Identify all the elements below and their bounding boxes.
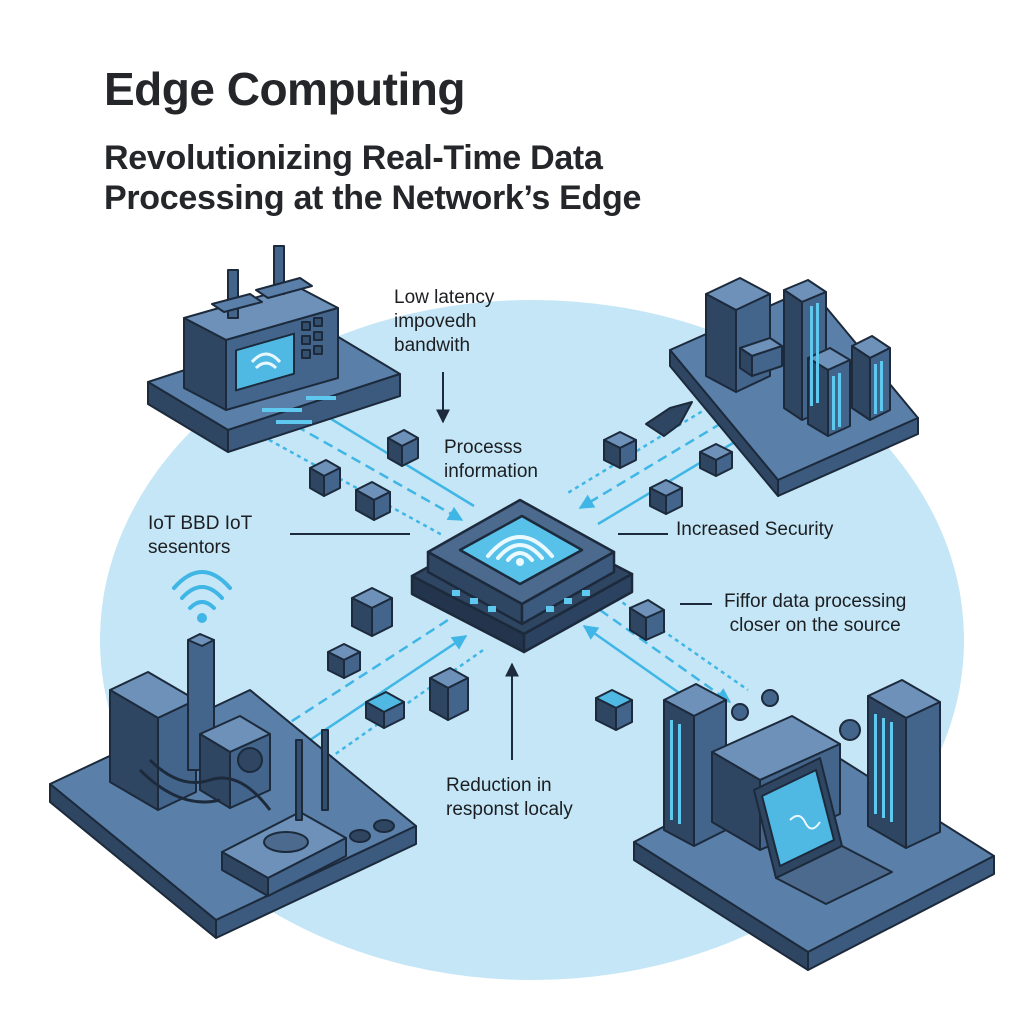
callout-security: Increased Security xyxy=(676,519,834,540)
factory-icon xyxy=(147,245,401,453)
node-box xyxy=(351,587,393,637)
node-box xyxy=(595,689,633,731)
office-platform xyxy=(633,679,995,971)
callout-iot: IoT BBD IoT sesentors xyxy=(148,513,253,558)
node-box xyxy=(649,479,683,515)
page-title: Edge Computing xyxy=(104,63,465,115)
callout-latency: Low latency impovedh bandwith xyxy=(394,287,495,356)
callout-reduction: Reduction in responst localy xyxy=(446,775,573,820)
node-box xyxy=(387,429,419,467)
callout-process: Processs information xyxy=(444,437,538,482)
floating-nodes xyxy=(309,401,733,731)
subtitle-line-2: Processing at the Network’s Edge xyxy=(104,179,642,217)
wifi-icon xyxy=(172,570,232,623)
page-subtitle: Revolutionizing Real-Time Data Processin… xyxy=(104,138,641,218)
callout-pointers xyxy=(290,372,712,760)
node-box xyxy=(365,691,405,729)
laptop-icon xyxy=(753,757,893,905)
router-icon xyxy=(221,729,347,897)
shield-icon xyxy=(645,401,693,437)
node-box xyxy=(355,481,391,521)
subtitle-line-1: Revolutionizing Real-Time Data xyxy=(104,139,603,177)
node-box xyxy=(603,431,637,469)
city-icon xyxy=(669,277,919,497)
iot-platform xyxy=(49,633,417,939)
node-box xyxy=(629,599,665,641)
node-box xyxy=(699,443,733,477)
edge-server-icon xyxy=(410,498,634,654)
node-box xyxy=(327,643,361,679)
callout-fifor: Fiffor data processing closer on the sou… xyxy=(724,591,907,636)
node-box xyxy=(429,667,469,721)
node-box xyxy=(309,459,341,497)
